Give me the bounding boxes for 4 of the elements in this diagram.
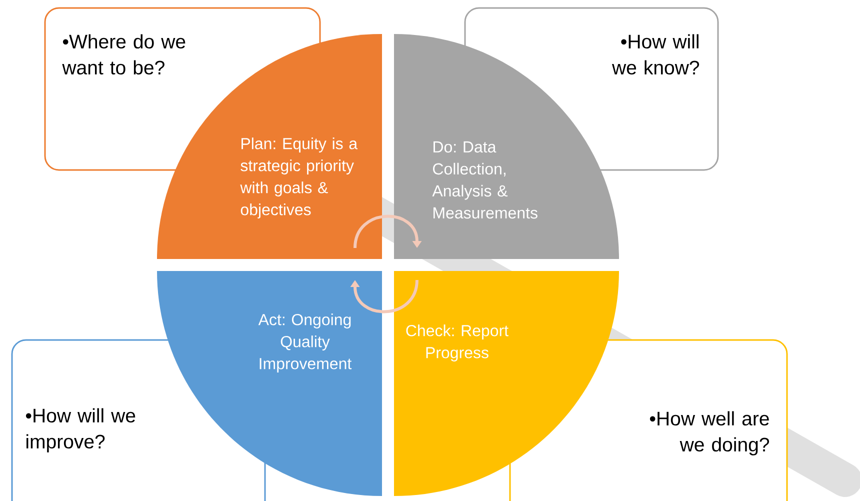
quadrant: Check: Report Progress [394, 271, 619, 496]
curved-arrow [354, 214, 422, 248]
quadrant: Act: Ongoing Quality Improvement [157, 271, 382, 496]
curved-arrow [350, 280, 418, 314]
